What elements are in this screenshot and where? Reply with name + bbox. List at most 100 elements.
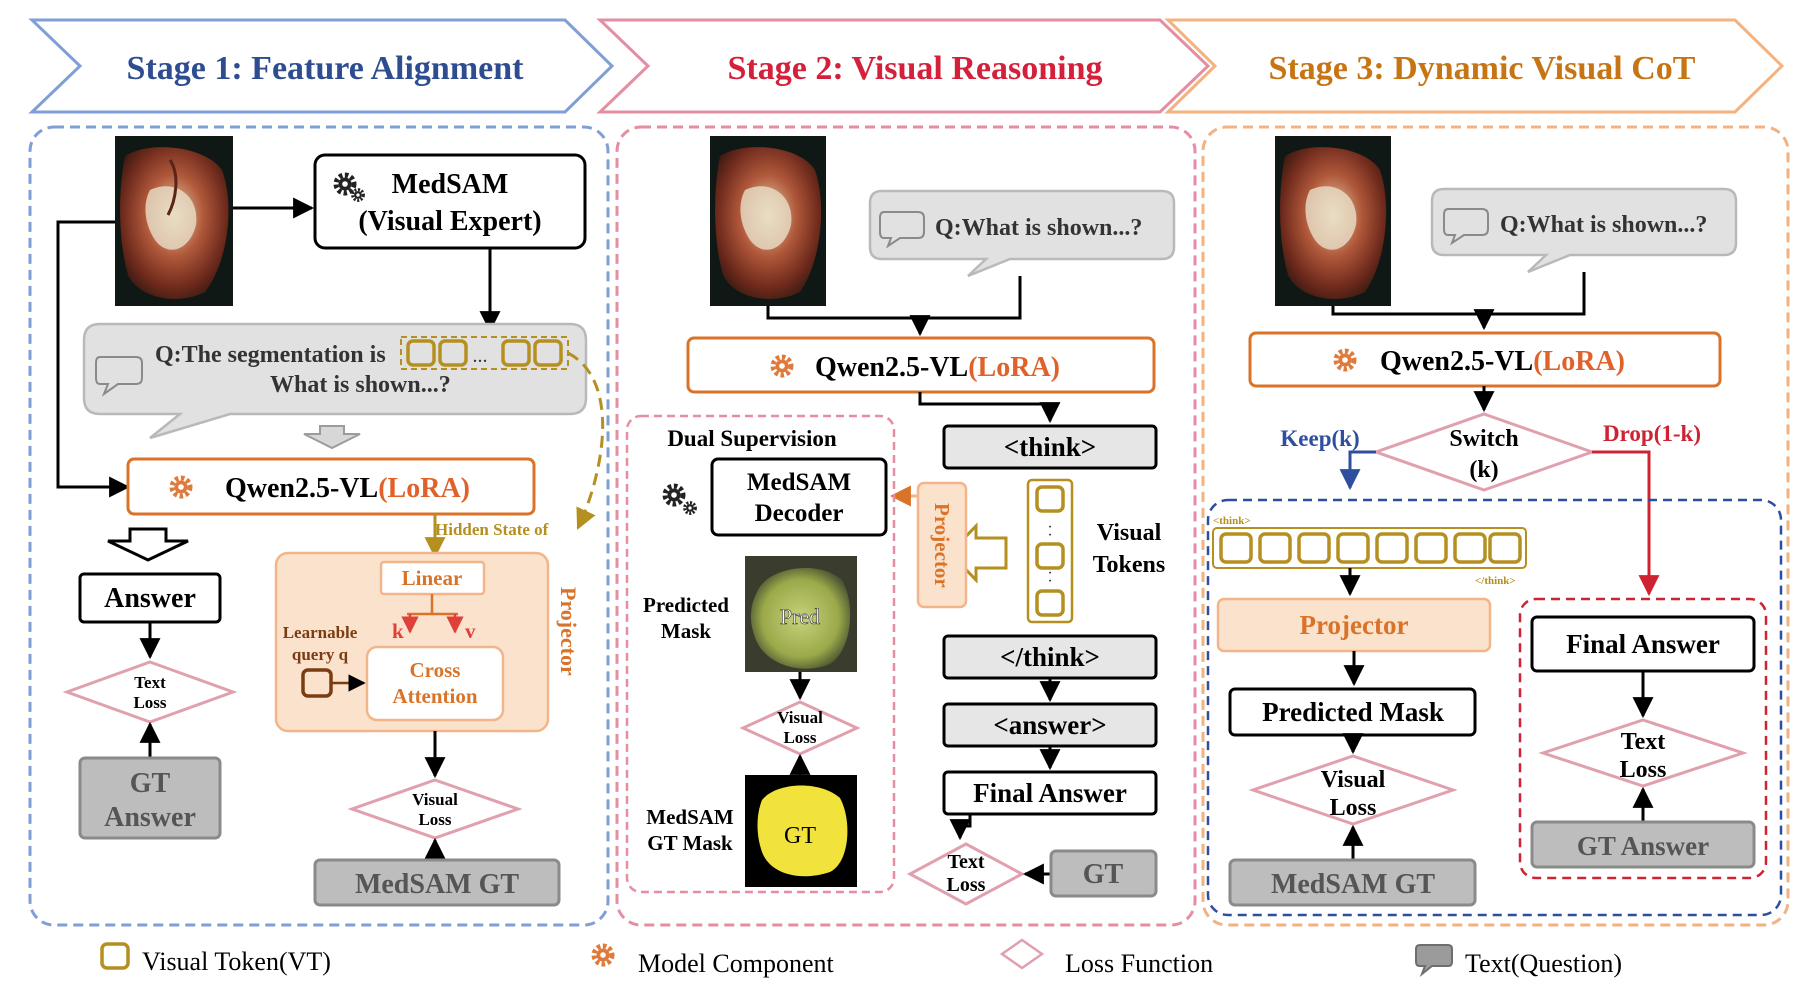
svg-text:Final Answer: Final Answer [973,778,1127,808]
arrow-image-to-qwen-stage3 [1331,306,1495,331]
loss-function-icon [999,938,1045,970]
stage-2-panel [615,125,1197,927]
hidden-state-label: Hidden State of [435,520,549,539]
svg-text:GT: GT [130,768,171,799]
cross-attention-box [365,645,505,722]
stage-3-panel [1201,125,1790,927]
visual-token [1258,532,1292,564]
qwen-label-stage2: Qwen2.5-VL(LoRA) [815,352,1060,383]
drop-label: Drop(1-k) [1603,421,1701,446]
visual-token [1488,532,1522,564]
learnable-query-line2: query q [292,645,349,664]
chat-icon [95,356,143,397]
heart-image-stage3 [1275,136,1391,306]
learnable-query-line1: Learnable [283,623,358,642]
svg-text:Final Answer: Final Answer [1566,629,1720,659]
svg-text:MedSAM: MedSAM [747,469,851,496]
medsam-visual-expert-box: MedSAM (Visual Expert) [313,153,587,250]
legend: Visual Token(VT) Model Component Loss Fu… [100,938,1622,978]
svg-text:Loss: Loss [418,810,451,829]
visual-token-icon [100,942,130,970]
question-text-stage3: Q:What is shown...? [1500,212,1707,238]
visual-token [438,339,468,367]
svg-text:·: · [1047,527,1052,544]
visual-tokens-label-line1: Visual [1097,520,1162,546]
stage-1-title: Stage 1: Feature Alignment [127,50,525,87]
text-loss-diamond-stage1: Text Loss [62,660,238,724]
projector-box-stage3: Projector [1216,597,1492,653]
token-row-stage3 [1212,527,1527,569]
switch-diamond: Switch (k) [1371,412,1597,492]
stage-banner-1: Stage 1: Feature Alignment [28,18,615,114]
heart-image-stage1 [115,136,233,306]
visual-tokens-label-line2: Tokens [1093,552,1166,578]
svg-text:Loss: Loss [783,728,816,747]
svg-text:Loss: Loss [1330,795,1377,821]
visual-token [501,339,531,367]
think-close-box-stage2: </think> [942,634,1158,680]
question-bubble-stage3: Q:What is shown...? [1430,187,1738,274]
visual-loss-diamond-stage3: Visual Loss [1248,754,1458,826]
predicted-mask-label-line2: Mask [661,619,711,643]
qwen-model-box-stage1: Qwen2.5-VL(LoRA) [126,457,536,516]
qwen-label-stage1: Qwen2.5-VL(LoRA) [225,473,470,504]
visual-token [1453,532,1487,564]
projector-vertical-label-stage1: Projector [556,587,581,676]
arrow-question-to-qwen-stage3 [1484,272,1586,316]
legend-label-text-question: Text(Question) [1465,949,1622,978]
svg-text:GT Answer: GT Answer [1577,831,1709,861]
linear-label: Linear [402,566,463,590]
question-bubble-stage2: Q:What is shown...? [868,189,1176,278]
qwen-label-stage3: Qwen2.5-VL(LoRA) [1380,346,1625,377]
svg-text:Switch: Switch [1449,426,1518,452]
visual-token [406,339,436,367]
svg-text:GT: GT [1083,859,1124,890]
dual-supervision-label: Dual Supervision [667,426,837,451]
gt-mask-image: GT [745,775,857,887]
visual-token [1035,589,1065,617]
gt-box-stage2: GT [1049,849,1158,898]
qwen-model-box-stage2: Qwen2.5-VL(LoRA) [686,336,1156,394]
arrow-image-to-qwen-stage1 [56,220,131,498]
svg-text:Visual: Visual [1321,767,1386,793]
medsam-decoder-box: MedSAM Decoder [710,457,888,537]
keep-path-panel [1206,498,1783,917]
svg-text:Loss: Loss [947,874,986,896]
svg-text:Cross: Cross [410,658,461,682]
svg-text:MedSAM GT: MedSAM GT [1271,869,1435,900]
answer-label-stage1: Answer [104,583,196,614]
stage-2-title: Stage 2: Visual Reasoning [728,50,1103,87]
predicted-mask-image: Pred [745,556,857,672]
text-question-icon [1415,944,1453,978]
medsam-gt-box-stage3: MedSAM GT [1228,858,1477,907]
legend-label-visual-token: Visual Token(VT) [142,947,331,976]
question-line1-stage1: Q:The segmentation is [155,342,386,368]
chat-icon [879,211,925,249]
arrow-drop [1592,450,1660,597]
gt-answer-box-stage3: GT Answer [1530,820,1756,869]
k-label: k [392,619,404,643]
svg-text:Answer: Answer [104,802,196,833]
arrow-question-to-qwen-stage2 [920,276,1022,320]
visual-token [1336,532,1370,564]
gear-icon [665,486,683,504]
visual-token [1375,532,1409,564]
svg-text:GT: GT [784,823,816,849]
visual-token [533,339,563,367]
medsam-gt-box-stage1 [313,858,561,907]
svg-text:Text: Text [134,673,166,692]
hollow-down-arrow [107,527,189,562]
qwen-model-box-stage3: Qwen2.5-VL(LoRA) [1248,331,1722,388]
svg-text:(k): (k) [1469,457,1498,483]
svg-text:Visual: Visual [777,708,823,727]
svg-text:·: · [1047,519,1052,536]
svg-text:Text: Text [947,851,984,873]
question-text-stage2: Q:What is shown...? [935,215,1142,241]
v-label: v [465,619,476,643]
hidden-state-curve [567,351,605,530]
medsam-title: MedSAM [392,169,509,200]
stage-1-panel [28,125,610,927]
text-loss-diamond-stage2: Text Loss [906,842,1026,906]
svg-text:·: · [1047,565,1052,582]
